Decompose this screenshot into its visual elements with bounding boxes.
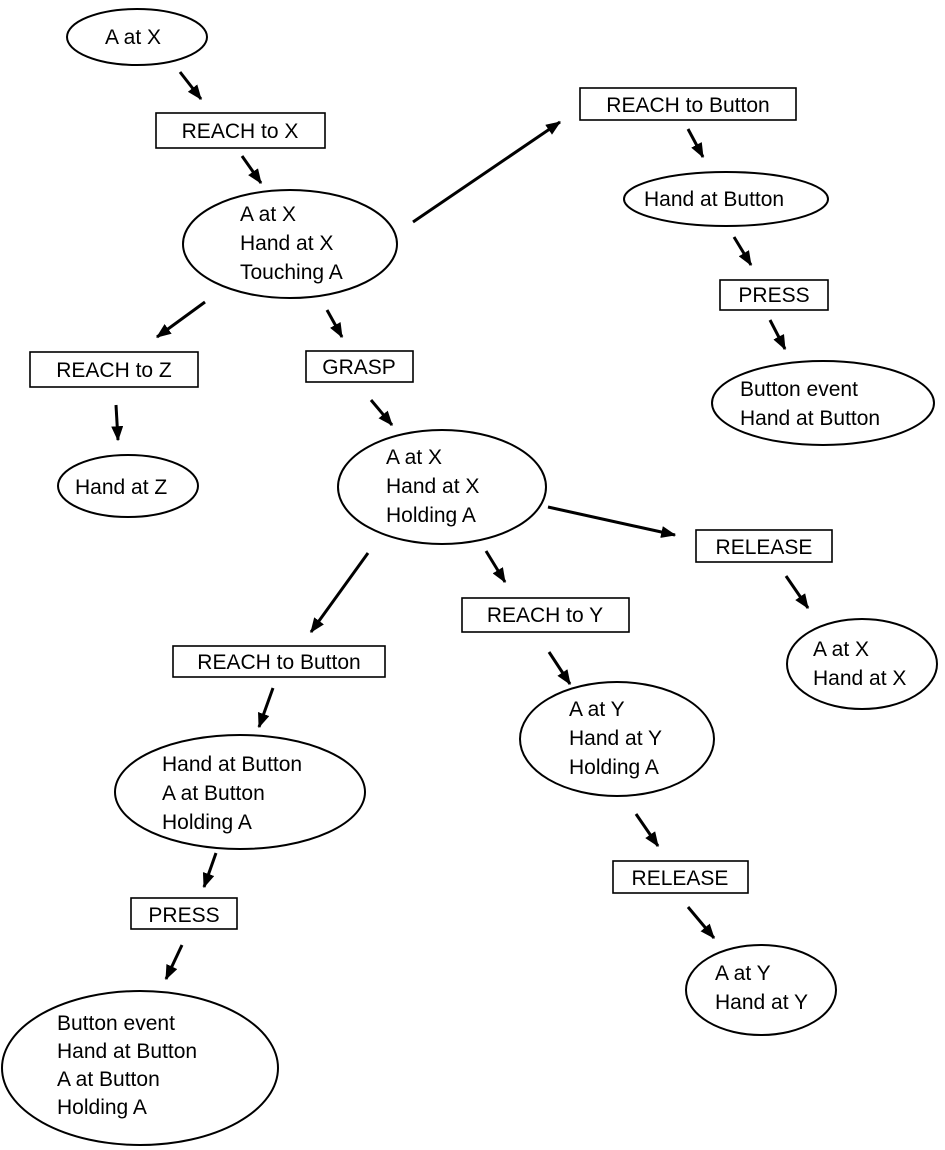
- transition-arrow: [412, 120, 561, 224]
- transition-arrow: [309, 552, 370, 633]
- transition-arrow: [784, 575, 810, 609]
- state-text-line: Hand at Y: [569, 727, 662, 750]
- action-node: GRASP: [305, 350, 414, 383]
- transition-arrow: [156, 300, 206, 339]
- transition-arrow: [202, 852, 218, 889]
- transition-arrow: [164, 944, 184, 981]
- action-label: REACH to Y: [487, 604, 603, 627]
- transition-arrow: [686, 128, 705, 159]
- action-node: PRESS: [130, 897, 238, 930]
- state-text-line: A at Y: [715, 962, 771, 985]
- action-label: REACH to X: [182, 120, 299, 143]
- action-label: GRASP: [322, 356, 396, 379]
- state-text-line: Hand at Button: [57, 1040, 197, 1063]
- state-text-line: A at Button: [57, 1068, 160, 1091]
- action-label: RELEASE: [716, 536, 813, 559]
- state-text-line: Hand at X: [386, 475, 479, 498]
- action-node: REACH to Button: [172, 645, 386, 678]
- action-node: REACH to Button: [579, 87, 797, 121]
- state-text-line: A at X: [386, 446, 442, 469]
- state-text-line: Hand at X: [813, 667, 906, 690]
- transition-arrow: [686, 906, 716, 939]
- state-text-line: Hand at Button: [740, 407, 880, 430]
- transition-arrow: [547, 651, 572, 686]
- state-node: Hand at Button A at Button Holding A: [114, 734, 366, 850]
- action-label: PRESS: [148, 904, 219, 927]
- state-text-line: Holding A: [386, 504, 476, 527]
- state-text-line: Button event: [57, 1012, 175, 1035]
- state-node: Hand at Z: [57, 454, 199, 518]
- state-text-line: Hand at Button: [644, 188, 784, 211]
- state-text-line: Hand at Z: [75, 476, 167, 499]
- arrows: [111, 71, 810, 981]
- state-text-line: Hand at Y: [715, 991, 808, 1014]
- state-text-line: Button event: [740, 378, 858, 401]
- action-node: REACH to Z: [29, 351, 199, 388]
- state-text-line: A at Button: [162, 782, 265, 805]
- state-node: A at X Hand at X Touching A: [182, 189, 398, 299]
- state-text-line: A at X: [240, 203, 296, 226]
- state-text-line: Holding A: [57, 1096, 147, 1119]
- transition-arrow: [369, 399, 394, 426]
- state-node: Button event Hand at Button A at Button …: [1, 990, 279, 1146]
- state-node: A at X: [66, 8, 208, 66]
- action-label: REACH to Button: [197, 651, 360, 674]
- action-label: REACH to Button: [606, 94, 769, 117]
- action-node: RELEASE: [612, 860, 749, 894]
- state-text-line: Holding A: [569, 756, 659, 779]
- state-node: Hand at Button: [623, 171, 829, 227]
- state-text-line: Touching A: [240, 261, 343, 284]
- state-text-line: Hand at Button: [162, 753, 302, 776]
- transition-arrow: [178, 71, 203, 100]
- transition-arrow: [768, 319, 787, 351]
- state-text-line: Hand at X: [240, 232, 333, 255]
- state-text-line: A at X: [813, 638, 869, 661]
- transition-arrow: [732, 236, 753, 267]
- state-text-line: Holding A: [162, 811, 252, 834]
- transition-arrow: [111, 404, 124, 442]
- action-label: REACH to Z: [56, 359, 172, 382]
- transition-arrow: [325, 309, 344, 339]
- transition-arrow: [634, 813, 660, 847]
- state-node: A at Y Hand at Y Holding A: [519, 681, 715, 797]
- state-text-line: A at Y: [569, 698, 625, 721]
- action-node: RELEASE: [695, 529, 833, 563]
- transition-arrow: [484, 550, 507, 584]
- transition-arrow: [240, 155, 263, 184]
- transition-arrow: [547, 505, 677, 538]
- state-node: A at X Hand at X: [786, 618, 938, 710]
- action-node: REACH to X: [155, 112, 326, 149]
- action-label: RELEASE: [632, 867, 729, 890]
- state-node: A at X Hand at X Holding A: [337, 429, 547, 545]
- transition-arrow: [257, 687, 275, 729]
- action-label: PRESS: [738, 284, 809, 307]
- state-node: A at Y Hand at Y: [685, 944, 837, 1036]
- state-text-line: A at X: [105, 26, 161, 49]
- state-node: Button event Hand at Button: [711, 360, 935, 446]
- action-node: PRESS: [719, 279, 829, 311]
- action-node: REACH to Y: [461, 597, 630, 633]
